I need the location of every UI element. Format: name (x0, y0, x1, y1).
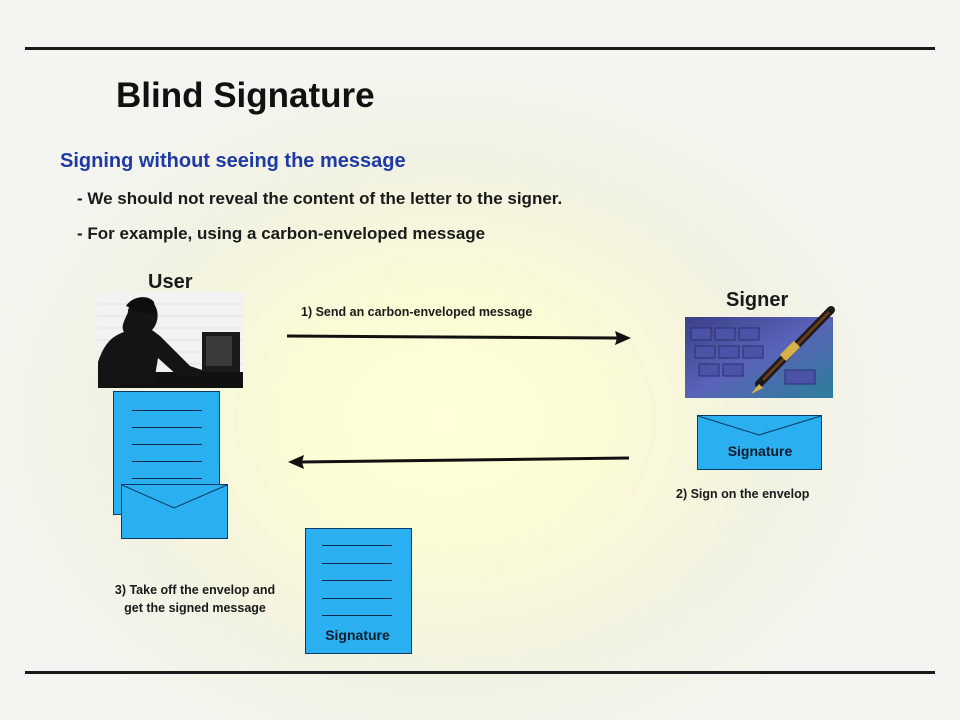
user-image (98, 292, 243, 388)
signer-image (685, 306, 835, 398)
step-1-label: 1) Send an carbon-enveloped message (301, 305, 533, 319)
step-3-line-2: get the signed message (124, 601, 266, 615)
document-line (322, 563, 392, 564)
bottom-rule (25, 671, 935, 674)
top-rule (25, 47, 935, 50)
document-line (322, 545, 392, 546)
return-arrow-icon (288, 455, 630, 469)
document-line (132, 444, 202, 445)
document-line (132, 478, 202, 479)
document-line (132, 410, 202, 411)
step-3-label: 3) Take off the envelop and get the sign… (80, 581, 310, 617)
slide-subtitle: Signing without seeing the message (60, 150, 406, 172)
user-silhouette-icon (98, 292, 243, 388)
user-label: User (148, 271, 193, 293)
signer-label: Signer (726, 289, 789, 311)
bullet-2: - For example, using a carbon-enveloped … (77, 224, 486, 243)
step-2-label: 2) Sign on the envelop (676, 487, 810, 501)
pen-keyboard-icon (685, 306, 835, 398)
document-line (132, 461, 202, 462)
document-line (322, 598, 392, 599)
signed-document (305, 528, 412, 654)
document-signature-label: Signature (325, 627, 390, 643)
document-line (132, 427, 202, 428)
document-line (322, 615, 392, 616)
document-line (322, 580, 392, 581)
envelope-signature-label: Signature (727, 443, 793, 459)
bullet-1: - We should not reveal the content of th… (77, 189, 563, 208)
step-3-line-1: 3) Take off the envelop and (114, 583, 276, 597)
signed-envelope-icon (697, 415, 822, 470)
carbon-envelope-icon (121, 484, 228, 539)
slide-title: Blind Signature (116, 76, 375, 115)
send-arrow-icon (286, 331, 631, 345)
